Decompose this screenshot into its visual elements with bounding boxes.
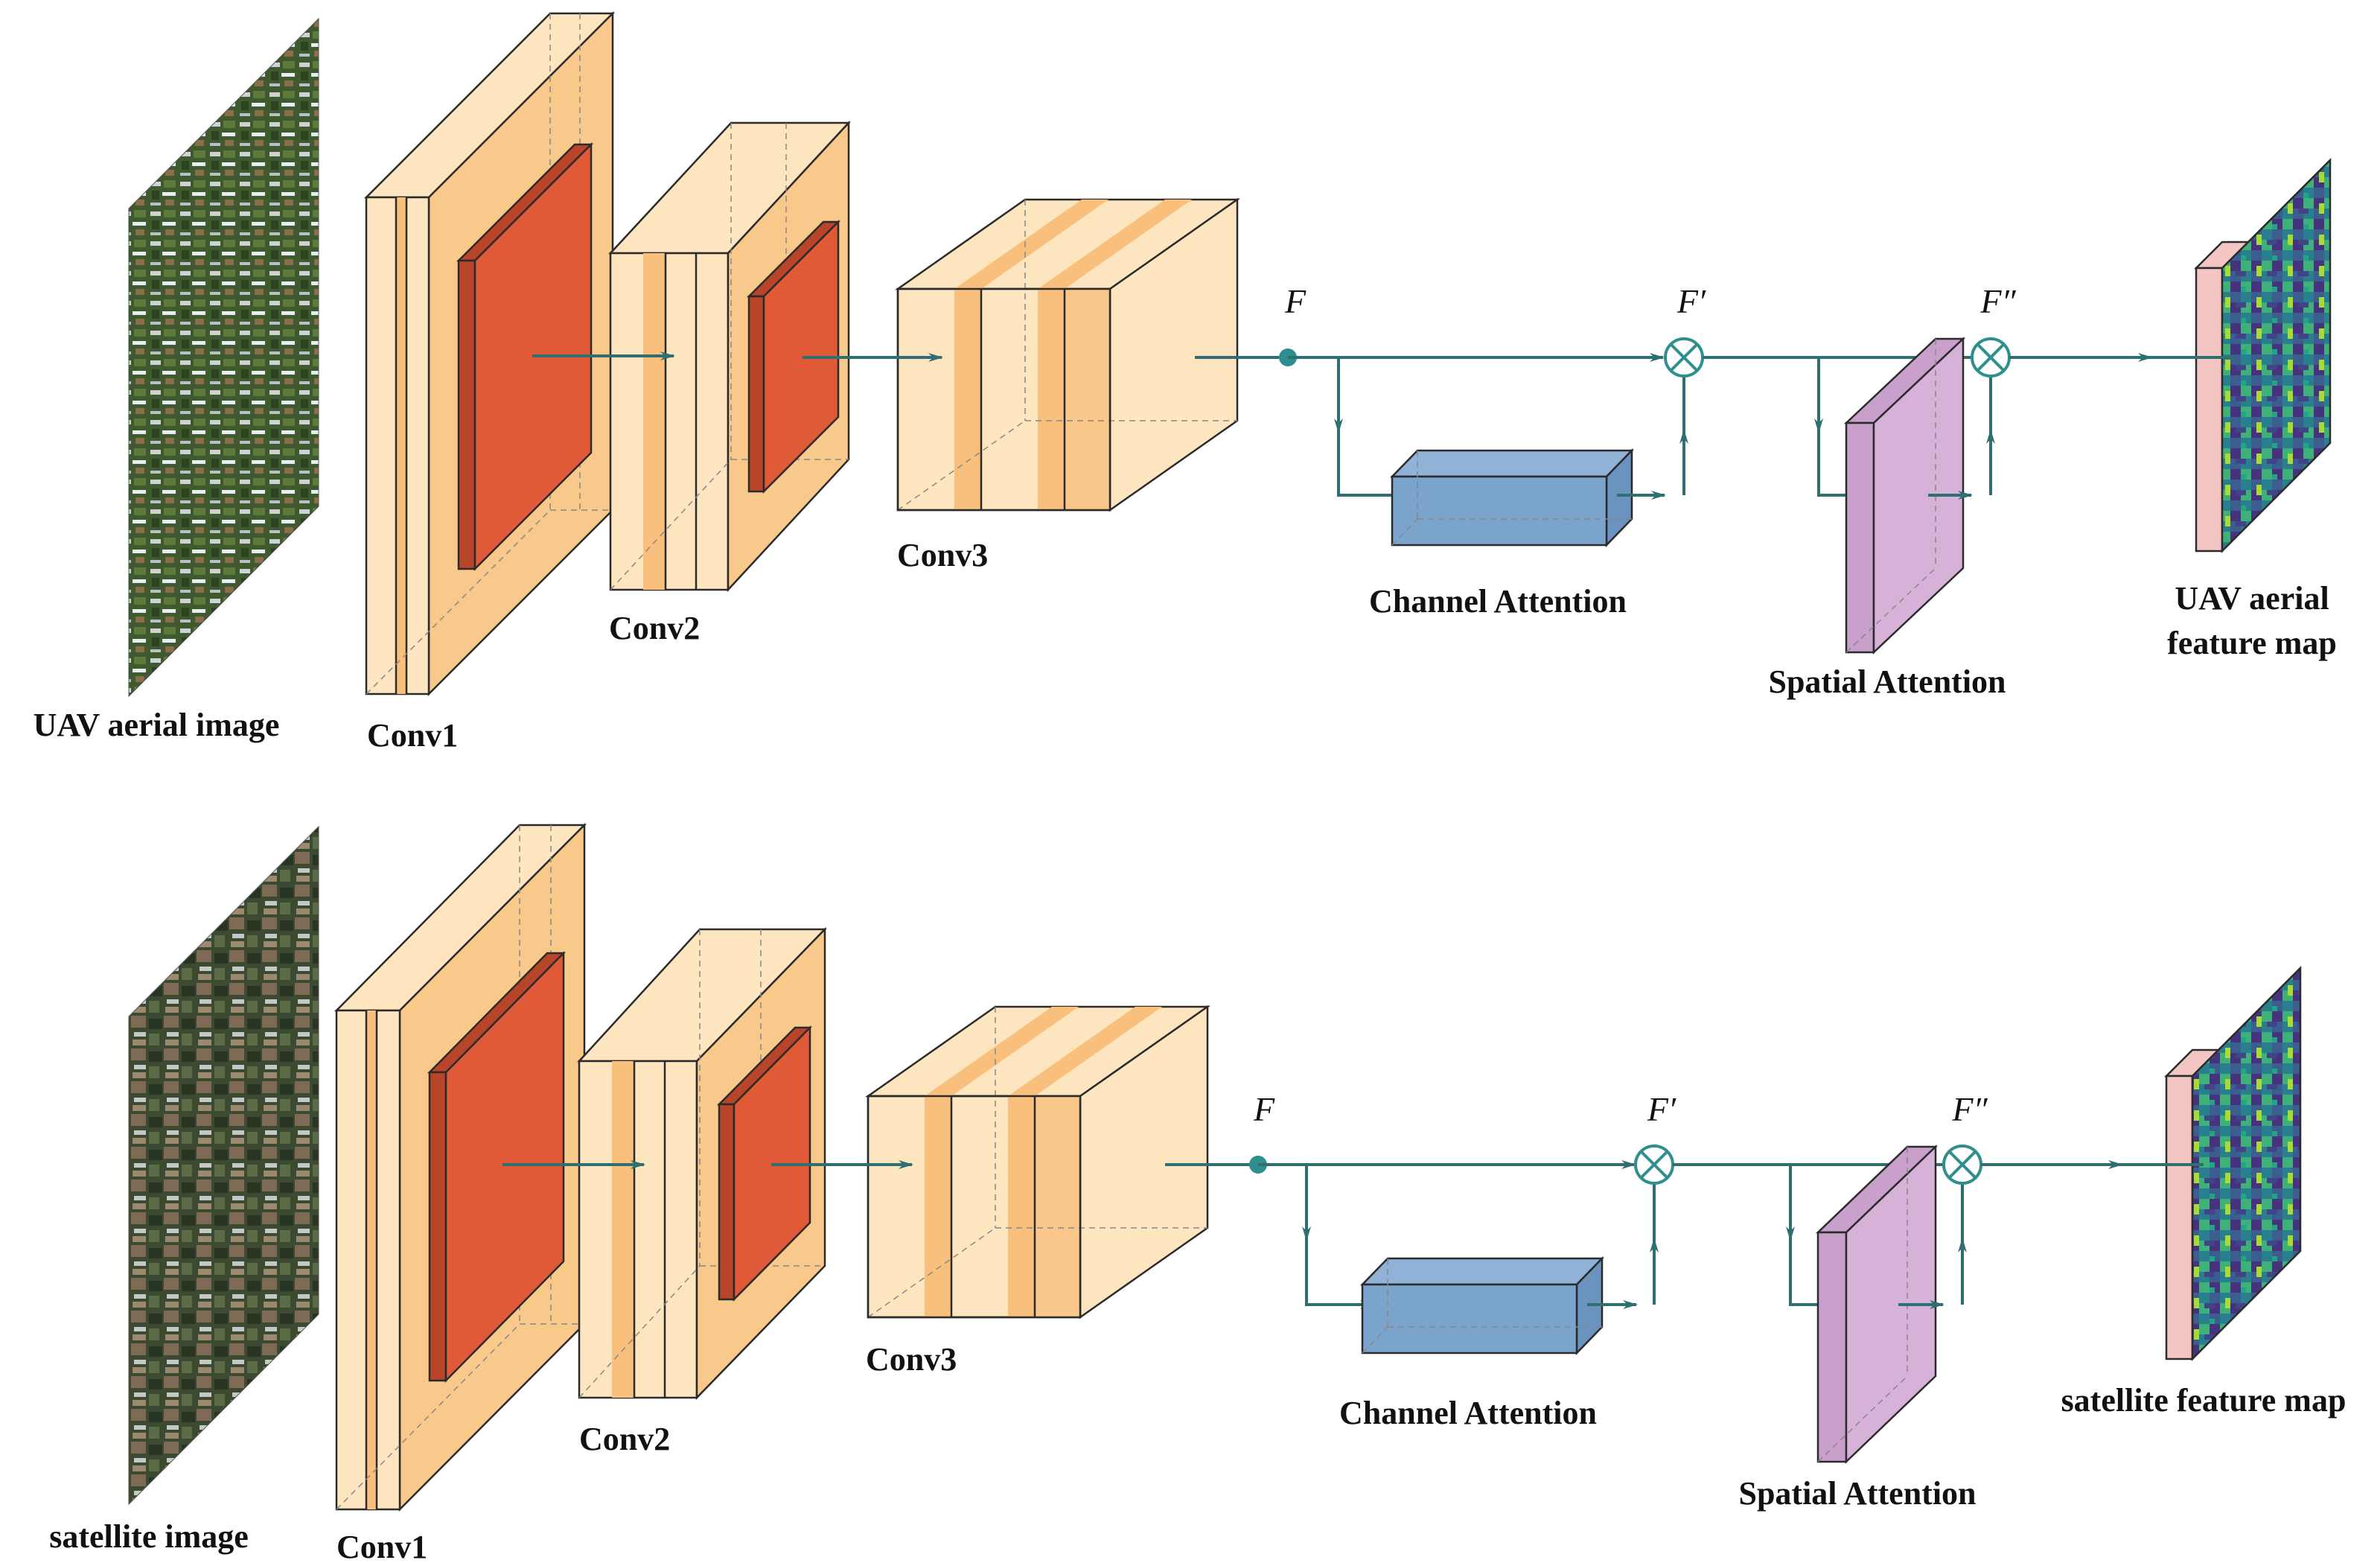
satellite-conv1-block: [334, 822, 587, 1512]
uav-aerial-image: [128, 17, 319, 698]
uav-branch-into-ca: [1337, 432, 1406, 500]
satellite-multiply-f-double-prime: [1942, 1145, 1982, 1185]
uav-spatial-attention-label: Spatial Attention: [1768, 663, 2006, 700]
satellite-conv3-block: [865, 1005, 1210, 1320]
satellite-channel-attention-block: [1360, 1255, 1604, 1356]
uav-conv2-block: [608, 120, 851, 593]
satellite-branch-into-ca: [1305, 1240, 1375, 1309]
uav-conv1-block: [363, 10, 616, 697]
satellite-output-label-line1: satellite feature map: [2061, 1382, 2346, 1419]
uav-row: UAV aerial image Conv1: [34, 10, 2337, 754]
uav-f-prime-label: F′: [1676, 282, 1706, 320]
uav-conv3-label: Conv3: [897, 537, 988, 573]
satellite-feature-map: [2163, 965, 2302, 1362]
satellite-f-double-prime-label: F″: [1951, 1090, 1988, 1128]
uav-feature-symbol: F: [1284, 282, 1307, 320]
satellite-feature-symbol: F: [1253, 1090, 1275, 1128]
uav-input-label: UAV aerial image: [34, 707, 280, 743]
satellite-conv1-label: Conv1: [336, 1529, 427, 1563]
satellite-multiply-f-prime: [1634, 1145, 1674, 1185]
satellite-row: satellite image Conv1: [49, 822, 2346, 1563]
uav-feature-map: [2193, 157, 2332, 554]
uav-channel-attention-block: [1390, 448, 1634, 548]
satellite-input-label: satellite image: [49, 1518, 249, 1555]
satellite-channel-attention-label: Channel Attention: [1339, 1395, 1597, 1431]
satellite-spatial-attention-block: [1815, 1145, 1939, 1464]
satellite-conv3-label: Conv3: [866, 1341, 957, 1378]
uav-channel-attention-label: Channel Attention: [1369, 583, 1627, 620]
satellite-conv2-label: Conv2: [579, 1421, 670, 1457]
uav-conv2-label: Conv2: [609, 610, 700, 646]
satellite-image: [128, 825, 319, 1506]
uav-output-label-line2: feature map: [2167, 625, 2337, 661]
uav-multiply-f-double-prime: [1971, 337, 2011, 378]
uav-conv3-block: [895, 197, 1240, 512]
uav-multiply-f-prime: [1664, 337, 1704, 378]
uav-spatial-attention-block: [1843, 337, 1966, 655]
uav-output-label-line1: UAV aerial: [2175, 580, 2329, 617]
satellite-f-prime-label: F′: [1647, 1090, 1676, 1128]
uav-f-double-prime-label: F″: [1979, 282, 2016, 320]
satellite-spatial-attention-label: Spatial Attention: [1738, 1475, 1976, 1512]
uav-conv1-label: Conv1: [367, 717, 458, 754]
